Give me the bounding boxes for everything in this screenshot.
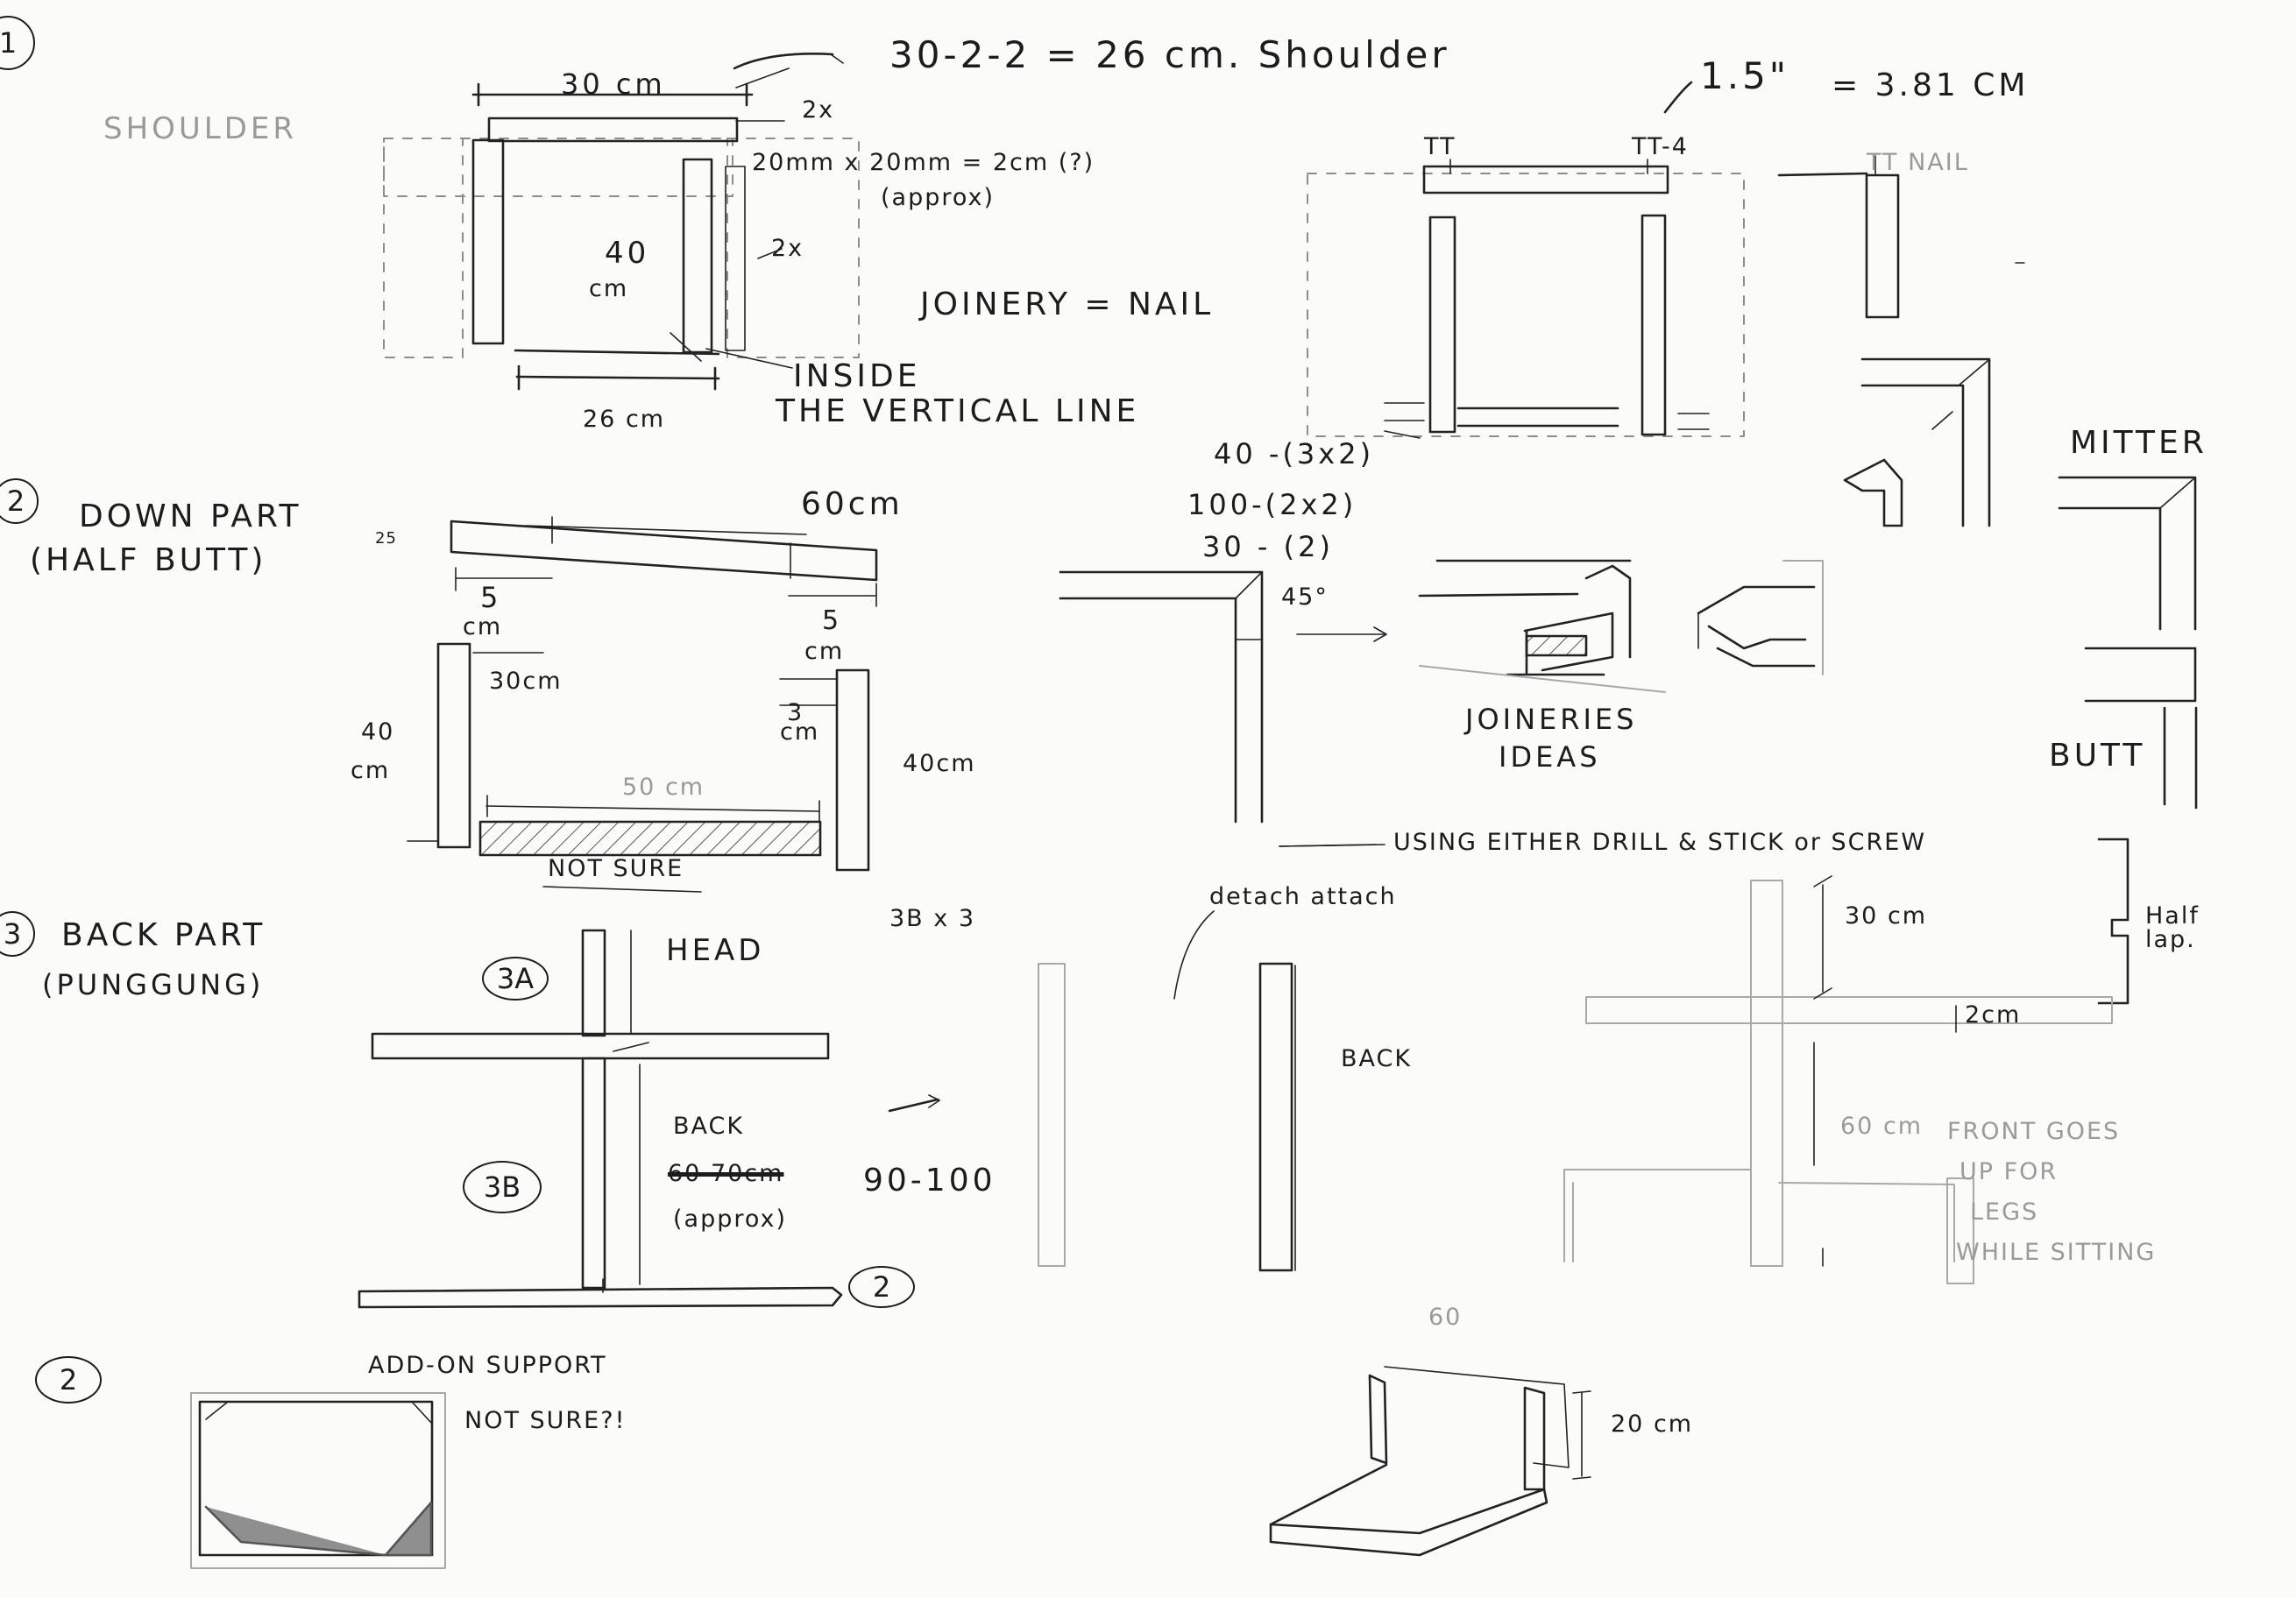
front-note-line4: WHILE SITTING: [1956, 1239, 2157, 1266]
nail-label: TT NAIL: [1867, 149, 1969, 176]
section-1-number: 1: [0, 26, 18, 60]
tt-left-label: TT: [1424, 133, 1456, 160]
head-label: HEAD: [666, 933, 765, 968]
drill-note: USING EITHER DRILL & STICK or SCREW: [1393, 829, 1927, 856]
inner-width-label: 50 cm: [622, 774, 705, 801]
down-part-subtitle: (HALF BUTT): [30, 542, 267, 578]
addon-note: NOT SURE?!: [464, 1407, 627, 1434]
detach-attach-label: detach attach: [1209, 883, 1397, 910]
back-length-label: 90-100: [863, 1163, 996, 1198]
tt-right-label: TT-4: [1632, 133, 1689, 160]
joinery-ideas-sketch: [1279, 559, 1824, 847]
front-note-line2: UP FOR: [1959, 1158, 2059, 1185]
shoulder-side-label: SHOULDER: [103, 111, 298, 146]
not-sure-label: NOT SURE: [548, 855, 684, 882]
addon-title: ADD-ON SUPPORT: [368, 1352, 607, 1379]
height-number: 40: [605, 236, 650, 271]
calc-line-2: 100-(2x2): [1187, 488, 1357, 521]
back-part-title: BACK PART: [61, 917, 266, 953]
addon-number: 2: [59, 1363, 78, 1396]
tag-3a: 3A: [482, 957, 549, 1001]
shoulder-frame-sketch: [383, 53, 860, 391]
left-offset-unit: cm: [463, 613, 503, 640]
dim-20-label: 20 cm: [1611, 1411, 1694, 1438]
mitter-label: MITTER: [2070, 425, 2207, 461]
approx-label: (approx): [881, 184, 996, 211]
section-2-marker: 2: [0, 478, 39, 524]
right-offset-unit: cm: [804, 638, 845, 665]
down-part-top-length: 60cm: [801, 486, 904, 522]
cross-frame-sketch: [1563, 875, 2113, 1284]
ref-two-text: 2: [872, 1270, 891, 1304]
right-height-label: 40cm: [903, 750, 976, 777]
chair-top-60: 60: [1428, 1304, 1463, 1331]
angle-label: 45°: [1281, 583, 1329, 611]
crossed-length: 60 70cm: [668, 1160, 784, 1187]
joineries-label-line2: IDEAS: [1499, 740, 1601, 774]
inch-label: 1.5": [1700, 54, 1790, 97]
cm-equivalent-label: = 3.81 CM: [1832, 67, 2030, 103]
tag-3b: 3B: [463, 1161, 542, 1213]
right-inner-number: 3: [787, 699, 804, 726]
inside-note-line2: THE VERTICAL LINE: [776, 393, 1140, 429]
ref-two-marker: 2: [848, 1266, 915, 1308]
dim-60-label: 60 cm: [1840, 1113, 1924, 1140]
left-height-number: 40: [361, 718, 395, 746]
thickness-label: 20mm x 20mm = 2cm (?): [752, 149, 1095, 176]
front-note-line3: LEGS: [1970, 1198, 2039, 1226]
inside-note-line1: INSIDE: [793, 358, 921, 394]
tag-3a-text: 3A: [496, 962, 535, 995]
left-inner-label: 30cm: [489, 668, 563, 695]
back-label: BACK: [673, 1113, 745, 1140]
left-offset-number: 5: [480, 581, 502, 614]
right-offset-number: 5: [822, 605, 843, 636]
down-part-title: DOWN PART: [79, 498, 302, 534]
addon-support-sketch: [190, 1392, 446, 1569]
calc-line-1: 40 -(3x2): [1214, 437, 1375, 470]
side-count-label: 2x: [771, 235, 804, 262]
top-width-label: 30 cm: [561, 67, 666, 101]
calc-line-3: 30 - (2): [1202, 530, 1334, 563]
height-unit: cm: [589, 275, 629, 302]
down-part-sketch: [407, 516, 878, 893]
tag-3b-text: 3B: [483, 1170, 521, 1204]
section-2-number: 2: [6, 484, 25, 518]
dim-30-label: 30 cm: [1845, 902, 1928, 930]
section-3-number: 3: [3, 917, 22, 951]
front-note-line1: FRONT GOES: [1947, 1118, 2121, 1145]
back-part-sketch: [358, 910, 1296, 1309]
count-3b-label: 3B x 3: [889, 905, 976, 932]
back-part-label: BACK: [1341, 1045, 1413, 1072]
joinery-label: JOINERY = NAIL: [920, 286, 1215, 322]
top-count-label: 2x: [802, 96, 835, 124]
down-part-superscript: 25: [375, 529, 397, 548]
section-3-marker: 3: [0, 911, 35, 957]
half-lap-label: Half lap.: [2145, 902, 2200, 953]
addon-marker: 2: [35, 1356, 102, 1404]
top-right-frame-sketch: [1307, 81, 2025, 439]
bottom-width-label: 26 cm: [583, 406, 666, 433]
dim-2-label: 2cm: [1965, 1001, 2022, 1029]
back-part-subtitle: (PUNGGUNG): [42, 968, 265, 1001]
chair-sketch: [1269, 1366, 1591, 1557]
butt-label: BUTT: [2049, 738, 2146, 774]
right-inner-unit: cm: [780, 718, 820, 746]
back-approx-label: (approx): [673, 1206, 788, 1233]
left-height-unit: cm: [351, 757, 391, 784]
shoulder-formula: 30-2-2 = 26 cm. Shoulder: [889, 33, 1450, 76]
joineries-label-line1: JOINERIES: [1465, 703, 1638, 736]
